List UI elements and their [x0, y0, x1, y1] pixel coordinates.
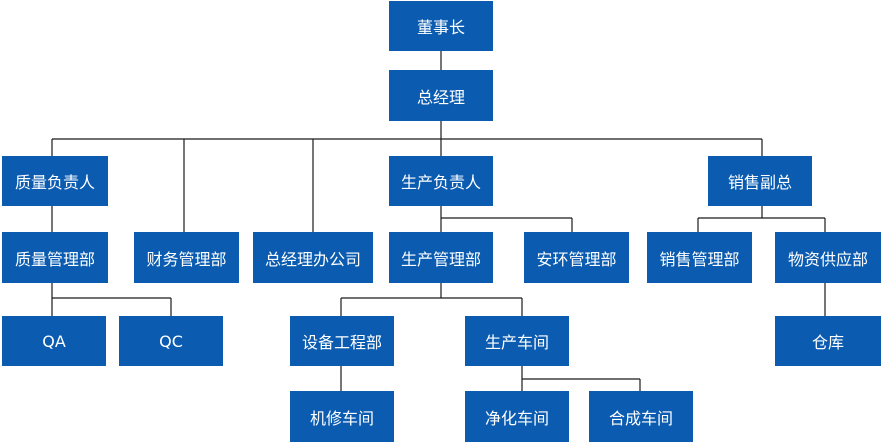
node-repair-workshop: 机修车间 [290, 391, 394, 442]
node-general-manager: 总经理 [389, 70, 493, 121]
node-chairman: 董事长 [389, 1, 493, 51]
node-supply-dept: 物资供应部 [775, 232, 881, 283]
node-quality-dept: 质量管理部 [2, 232, 108, 283]
node-synthesis-workshop: 合成车间 [589, 391, 693, 442]
node-gm-office: 总经理办公司 [253, 232, 373, 283]
node-workshop: 生产车间 [465, 316, 569, 366]
node-finance-dept: 财务管理部 [134, 232, 239, 283]
node-quality-head: 质量负责人 [2, 156, 108, 206]
node-sales-vp: 销售副总 [708, 156, 812, 206]
node-env-safety-dept: 安环管理部 [524, 232, 629, 283]
node-purification-workshop: 净化车间 [465, 391, 569, 442]
node-qa: QA [2, 316, 106, 366]
node-warehouse: 仓库 [775, 316, 881, 366]
node-production-dept: 生产管理部 [389, 232, 493, 283]
node-sales-dept: 销售管理部 [647, 232, 752, 283]
node-qc: QC [119, 316, 223, 366]
node-equipment-dept: 设备工程部 [290, 316, 394, 366]
node-production-head: 生产负责人 [389, 156, 493, 206]
